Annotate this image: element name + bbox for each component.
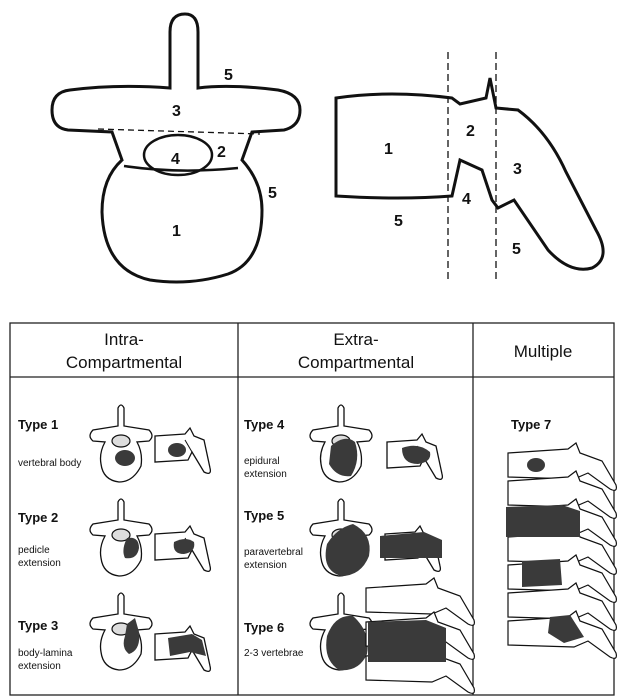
type-7-name: Type 7 [511,417,551,432]
axial-zone-label-4: 4 [171,151,180,168]
type-1-description: vertebral body [18,458,81,469]
type-1-name: Type 1 [18,417,58,432]
axial-zone-label-3: 3 [172,103,181,120]
type-2-description-line1: pedicle [18,545,50,556]
type-5-row: Type 5 paravertebral extension [244,499,442,576]
axial-zone-label-5-right: 5 [268,185,277,202]
type-5-name: Type 5 [244,508,284,523]
axial-zone-label-5-upper: 5 [224,67,233,84]
column-header-extra-line2: Compartmental [298,353,414,372]
type-6-description: 2-3 vertebrae [244,648,304,659]
column-header-intra-line2: Compartmental [66,353,182,372]
type-1-row: Type 1 vertebral body [18,405,210,482]
type-7-lateral-stack-icon [506,443,616,658]
type-6-name: Type 6 [244,620,284,635]
lateral-zone-label-2: 2 [466,123,475,140]
type-3-axial-icon [90,593,152,670]
lateral-vertebra-diagram: 1 2 3 4 5 5 [336,52,603,280]
column-header-multiple: Multiple [514,342,573,361]
type-4-lateral-icon [387,434,442,479]
lateral-zone-label-5-left: 5 [394,213,403,230]
type-4-name: Type 4 [244,417,285,432]
axial-zone-label-2: 2 [217,144,226,161]
type-4-row: Type 4 epidural extension [244,405,442,482]
type-2-axial-icon [90,499,152,576]
type-3-name: Type 3 [18,618,58,633]
lateral-zone-label-5-right: 5 [512,241,521,258]
type-2-row: Type 2 pedicle extension [18,499,210,576]
type-3-description-line1: body-lamina [18,648,73,659]
type-5-axial-icon [310,499,372,576]
type-2-description-line2: extension [18,558,61,569]
type-2-lateral-icon [155,526,210,571]
column-header-intra-line1: Intra- [104,330,144,349]
type-4-description-line1: epidural [244,456,280,467]
lateral-zone-label-1: 1 [384,141,393,158]
type-3-description-line2: extension [18,661,61,672]
type-7-row: Type 7 [506,417,616,658]
type-3-row: Type 3 body-lamina extension [18,593,210,672]
column-header-extra-line1: Extra- [333,330,378,349]
axial-vertebra-diagram: 1 2 3 4 5 5 [52,14,300,282]
type-6-lateral-stack-icon [366,578,474,693]
type-6-axial-icon [310,593,372,670]
lateral-zone-label-4: 4 [462,191,471,208]
type-5-description-line1: paravertebral [244,547,303,558]
type-2-name: Type 2 [18,510,58,525]
type-1-lateral-icon [155,428,210,473]
lateral-vertebra-outline [336,78,603,269]
type-5-description-line2: extension [244,560,287,571]
axial-zone-label-1: 1 [172,223,181,240]
type-4-description-line2: extension [244,469,287,480]
lateral-zone-label-3: 3 [513,161,522,178]
type-1-axial-icon [90,405,152,482]
type-5-lateral-icon [380,526,442,571]
type-6-row: Type 6 2-3 vertebrae [244,578,474,693]
type-4-axial-icon [310,405,372,482]
type-3-lateral-icon [155,626,210,671]
